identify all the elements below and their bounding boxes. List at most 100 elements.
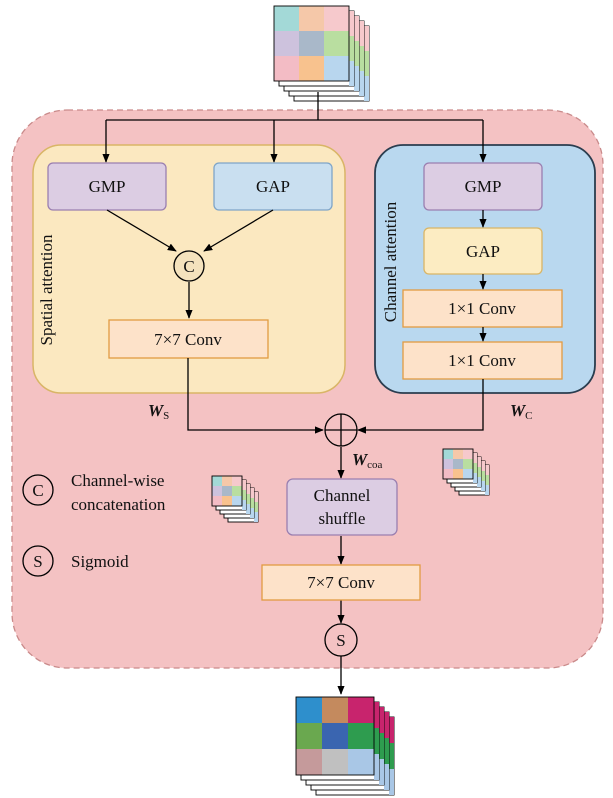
concat-node — [173, 250, 205, 282]
feature-map-cell — [443, 449, 453, 459]
feature-map-cell — [299, 31, 324, 56]
feature-map-cell — [322, 697, 348, 723]
feature-map-cell — [274, 6, 299, 31]
spatial-to-sum-arrow — [187, 358, 324, 434]
feature-map-stripe — [473, 453, 477, 463]
feature-map-front-border — [273, 5, 350, 82]
feature-map-stripe — [254, 512, 258, 522]
feature-map-cell — [222, 496, 232, 506]
feature-map-stripe — [254, 502, 258, 512]
feature-map-cell — [299, 6, 324, 31]
feature-map-stripe — [389, 717, 394, 743]
feature-map-cell — [274, 31, 299, 56]
legend-sigmoid-symbol: S — [33, 552, 42, 571]
fusion-conv-label: 7×7 Conv — [307, 573, 375, 592]
feature-map-cell — [296, 749, 322, 775]
feature-map-stripe — [246, 494, 250, 504]
sigmoid-node-symbol: S — [336, 631, 345, 650]
feature-map-stripe — [473, 473, 477, 483]
feature-map-cell — [212, 476, 222, 486]
feature-map-cell — [443, 469, 453, 479]
mini-feature-map-right — [442, 448, 490, 496]
gmp-to-concat-arrow — [106, 209, 177, 252]
feature-map-stripe — [389, 769, 394, 795]
channel-conv2-label: 1×1 Conv — [448, 351, 516, 370]
feature-map-stripe — [384, 738, 389, 764]
sigmoid-node — [324, 623, 358, 657]
legend-concat-symbol: C — [32, 481, 43, 500]
channel-shuffle-label-line2: shuffle — [319, 509, 366, 528]
feature-map-stripe — [254, 492, 258, 502]
feature-map-stripe — [374, 754, 379, 780]
channel-conv1-box — [402, 289, 563, 328]
legend-sigmoid-label: Sigmoid — [71, 552, 129, 571]
spatial-gap-label: GAP — [256, 177, 290, 196]
channel-gap-label: GAP — [466, 242, 500, 261]
feature-map-stripe — [389, 743, 394, 769]
feature-map-cell — [296, 723, 322, 749]
feature-map-cell — [463, 449, 473, 459]
feature-map-stripe — [246, 484, 250, 494]
feature-map-stripe — [246, 504, 250, 514]
element-wise-sum-node — [324, 413, 358, 447]
feature-map-cell — [299, 56, 324, 81]
spatial-gmp-label: GMP — [89, 177, 126, 196]
feature-map-cell — [324, 6, 349, 31]
feature-map-stripe — [384, 712, 389, 738]
feature-map-cell — [274, 56, 299, 81]
concat-node-symbol: C — [183, 257, 194, 276]
spatial-attention-title: Spatial attention — [37, 234, 56, 345]
feature-map-cell — [322, 723, 348, 749]
feature-map-stripe — [364, 76, 369, 101]
feature-map-stripe — [485, 485, 489, 495]
feature-map-stripe — [384, 764, 389, 790]
wc-weight-label: WC — [510, 401, 532, 422]
channel-shuffle-label-line1: Channel — [314, 486, 371, 505]
feature-map-stripe — [354, 41, 359, 66]
feature-map-cell — [324, 31, 349, 56]
feature-map-stripe — [379, 707, 384, 733]
feature-map-stripe — [481, 461, 485, 471]
channel-conv1-label: 1×1 Conv — [448, 299, 516, 318]
channel-attention-title: Channel attention — [381, 201, 400, 322]
feature-map-stripe — [359, 21, 364, 46]
legend-concat-label-line1: Channel-wise — [71, 471, 164, 490]
feature-map-stripe — [242, 500, 246, 510]
feature-map-stripe — [359, 46, 364, 71]
feature-map-cell — [453, 449, 463, 459]
feature-map-stripe — [349, 36, 354, 61]
input-distribution-lines — [102, 92, 487, 163]
feature-map-stripe — [374, 728, 379, 754]
feature-map-stripe — [477, 477, 481, 487]
feature-map-cell — [463, 469, 473, 479]
spatial-conv-box — [108, 319, 269, 359]
feature-map-cell — [232, 476, 242, 486]
feature-map-stripe — [364, 51, 369, 76]
feature-map-stripe — [473, 463, 477, 473]
feature-map-cell — [296, 697, 322, 723]
feature-map-cell — [443, 459, 453, 469]
feature-map-stripe — [349, 11, 354, 36]
feature-map-cell — [232, 496, 242, 506]
feature-map-stripe — [354, 66, 359, 91]
legend-sigmoid-symbol-circle — [22, 545, 54, 577]
feature-map-stripe — [250, 498, 254, 508]
feature-map-cell — [322, 749, 348, 775]
feature-map-cell — [348, 749, 374, 775]
feature-map-stripe — [481, 481, 485, 491]
feature-map-stripe — [379, 759, 384, 785]
spatial-conv-label: 7×7 Conv — [154, 330, 222, 349]
feature-map-stripe — [242, 480, 246, 490]
gap-to-concat-arrow — [203, 209, 274, 252]
feature-map-front-border — [442, 448, 474, 480]
input-feature-map — [273, 5, 370, 102]
feature-map-front-border — [295, 696, 375, 776]
feature-map-cell — [324, 56, 349, 81]
feature-map-stripe — [477, 457, 481, 467]
legend-concat-label-line2: concatenation — [71, 495, 166, 514]
feature-map-stripe — [242, 490, 246, 500]
fusion-conv-box — [261, 564, 421, 601]
feature-map-cell — [212, 496, 222, 506]
output-feature-map — [295, 696, 395, 796]
ws-weight-label: WS — [148, 401, 169, 422]
